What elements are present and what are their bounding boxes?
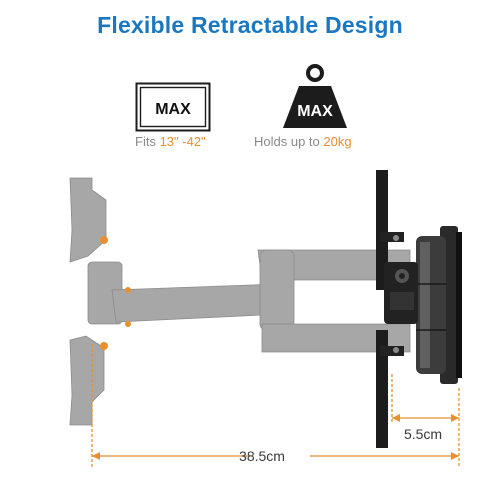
holds-prefix: Holds up to <box>254 134 320 149</box>
dimension-depth <box>391 374 459 424</box>
retracted-mount <box>376 170 462 448</box>
fits-prefix: Fits <box>135 134 156 149</box>
weight-capacity: Holds up to 20kg <box>254 134 352 149</box>
extension-dimension-label: 38.5cm <box>239 448 285 464</box>
holds-value: 20kg <box>323 134 352 149</box>
mount-bolts <box>393 235 399 353</box>
page-title: Flexible Retractable Design <box>97 12 403 38</box>
screen-size-icon: MAX <box>135 82 211 132</box>
ghost-bolts <box>100 236 131 350</box>
screen-badge-label: MAX <box>155 101 191 118</box>
extended-arm-ghost <box>69 177 411 426</box>
fits-range: Fits 13" -42" <box>135 134 206 149</box>
weight-icon: MAX <box>283 64 347 128</box>
weight-badge-label: MAX <box>297 103 333 120</box>
depth-dimension-label: 5.5cm <box>404 426 442 442</box>
fits-value: 13" -42" <box>159 134 206 149</box>
